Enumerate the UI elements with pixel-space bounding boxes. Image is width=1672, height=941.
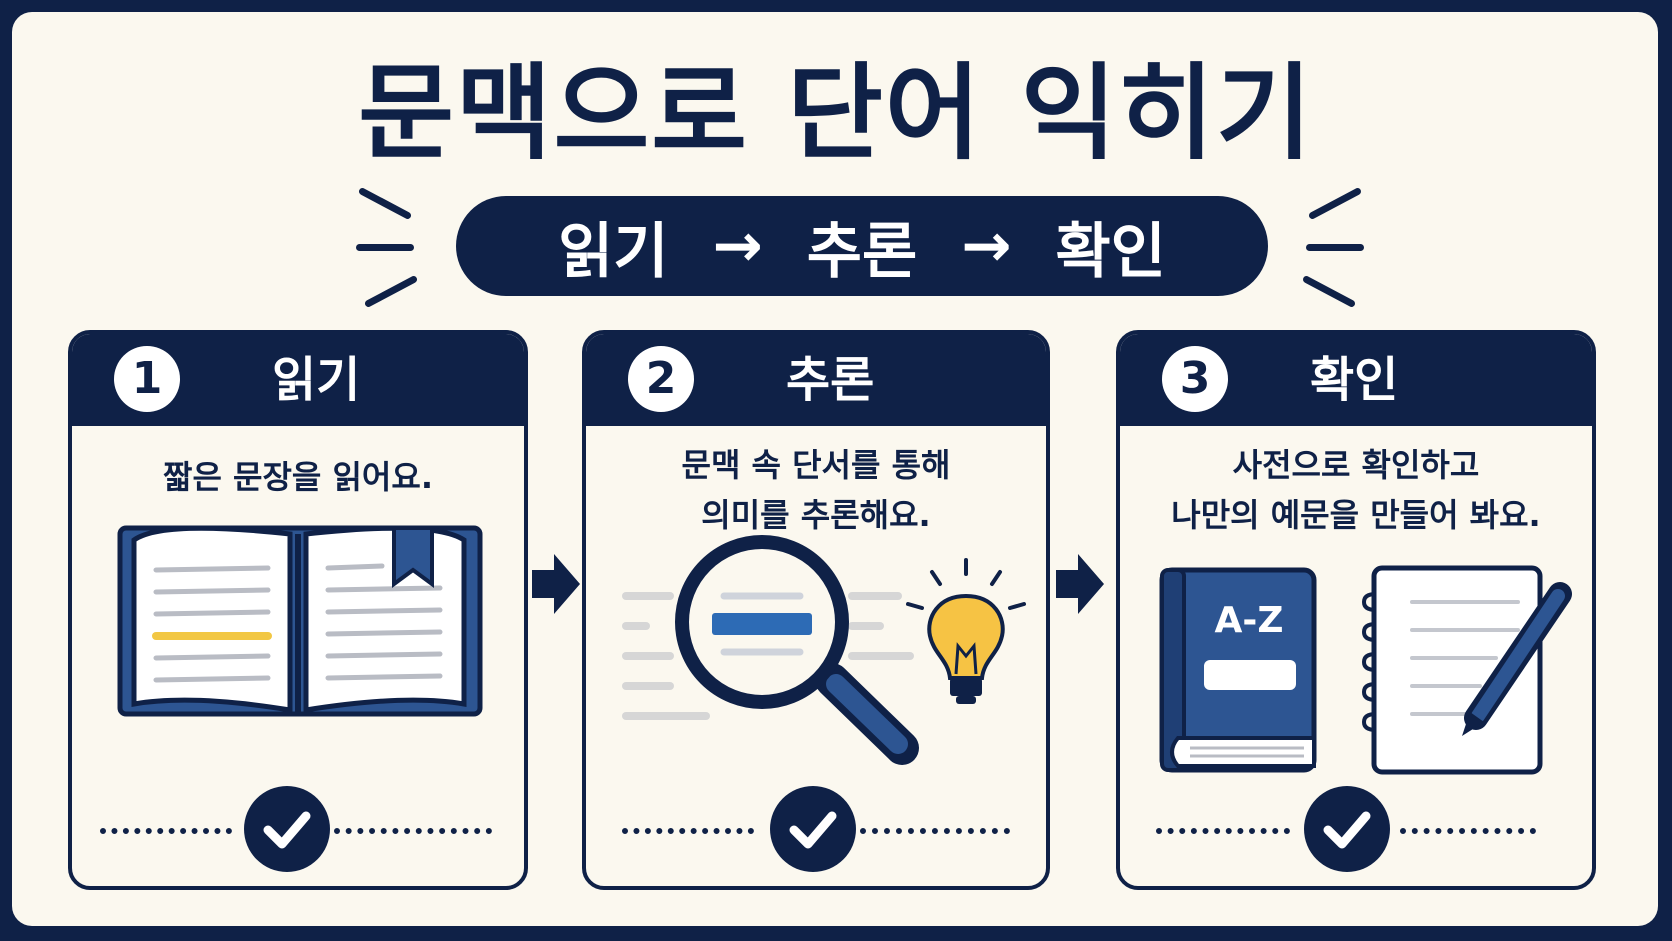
card-header: 3 확인: [1120, 334, 1592, 426]
step-number: 2: [628, 346, 694, 412]
step-card-infer: 2 추론 문맥 속 단서를 통해 의미를 추론해요.: [582, 330, 1050, 890]
card-description: 사전으로 확인하고 나만의 예문을 만들어 봐요.: [1120, 440, 1592, 540]
description-line: 문맥 속 단서를 통해: [681, 446, 951, 484]
dotted-line-left: [622, 828, 754, 834]
card-title: 읽기: [272, 352, 361, 408]
dotted-line-left: [100, 828, 232, 834]
dotted-line-right: [334, 828, 492, 834]
bookmark-icon: [392, 526, 434, 588]
dictionary-notebook-icon: A-Z: [1159, 565, 1572, 775]
card-title: 확인: [1310, 352, 1399, 408]
card-header: 1 읽기: [72, 334, 524, 426]
step-number: 1: [114, 346, 180, 412]
lightbulb-icon: [906, 558, 1026, 704]
process-step-infer: 추론: [806, 216, 918, 287]
process-banner: 읽기 → 추론 → 확인: [456, 196, 1268, 296]
process-arrow-1: →: [712, 211, 763, 281]
page-title: 문맥으로 단어 익히기: [358, 52, 1314, 174]
dotted-line-left: [1156, 828, 1290, 834]
dotted-line-right: [1400, 828, 1536, 834]
step-card-confirm: 3 확인 사전으로 확인하고 나만의 예문을 만들어 봐요. A-Z: [1116, 330, 1596, 890]
magnifier-lightbulb-icon: [622, 535, 1026, 765]
focused-word: [712, 613, 812, 635]
arrow-right-icon: [1056, 554, 1104, 614]
sparkle-line-left-middle: [356, 244, 414, 251]
step-number: 3: [1162, 346, 1228, 412]
dictionary-label: A-Z: [1215, 600, 1284, 641]
checkmark-icon: [1304, 786, 1390, 872]
sparkle-line-right-middle: [1306, 244, 1364, 251]
process-step-confirm: 확인: [1055, 216, 1166, 287]
card-header: 2 추론: [586, 334, 1046, 426]
open-book-icon: [117, 525, 483, 717]
checkmark-icon: [244, 786, 330, 872]
arrow-right-icon: [532, 554, 580, 614]
checkmark-icon: [770, 786, 856, 872]
card-description: 문맥 속 단서를 통해 의미를 추론해요.: [586, 440, 1046, 540]
description-line: 짧은 문장을 읽어요.: [163, 458, 433, 496]
process-arrow-2: →: [961, 211, 1012, 281]
description-line: 나만의 예문을 만들어 봐요.: [1171, 496, 1541, 534]
process-step-read: 읽기: [558, 216, 669, 287]
step-card-read: 1 읽기 짧은 문장을 읽어요.: [68, 330, 528, 890]
card-title: 추론: [786, 352, 875, 408]
notebook-icon: [1361, 565, 1572, 775]
dictionary-icon: A-Z: [1159, 567, 1317, 773]
description-line: 의미를 추론해요.: [701, 496, 931, 534]
card-description: 짧은 문장을 읽어요.: [72, 452, 524, 502]
dotted-line-right: [860, 828, 1010, 834]
pen-icon: [1462, 582, 1572, 736]
description-line: 사전으로 확인하고: [1232, 446, 1480, 484]
